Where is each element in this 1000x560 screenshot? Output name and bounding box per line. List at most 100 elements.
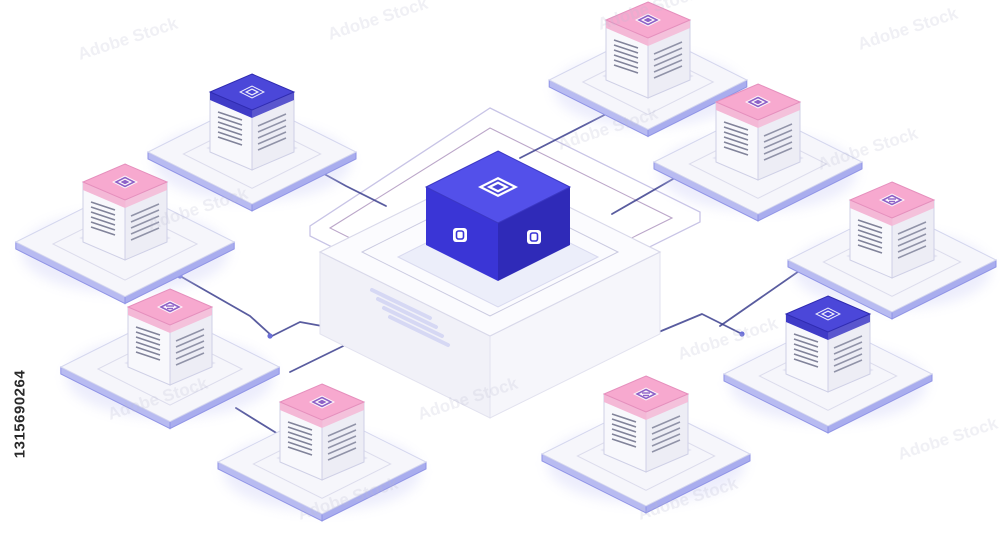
server-text-line (763, 147, 793, 161)
processor-chip-icon (478, 177, 518, 197)
server-grill-line (793, 358, 819, 368)
server-grill-line (287, 426, 313, 436)
server-grill-line (793, 343, 819, 353)
hub-platform-inset (360, 187, 620, 317)
server-text-line (130, 209, 160, 223)
server-text-line (257, 119, 287, 133)
server-text-line (897, 227, 927, 241)
platform-inset (758, 341, 898, 411)
server-grill-line (217, 111, 243, 121)
server-text-line (651, 439, 681, 453)
icon-badge (157, 300, 183, 314)
hub-platform-text-line (370, 288, 432, 320)
server-grill-line (217, 121, 243, 131)
server-text-line (763, 135, 793, 149)
server-grill-line (723, 121, 749, 131)
server-grill-line (217, 136, 243, 146)
server-grill-line (857, 229, 883, 239)
hub-icon-outline (482, 179, 514, 195)
server-grill-line (857, 234, 883, 244)
server-node-right (786, 181, 998, 320)
server-text-line (897, 233, 927, 247)
server-text-line (833, 353, 863, 367)
server-grill-line (287, 431, 313, 441)
server-grill-line (723, 136, 749, 146)
icon-outline (637, 14, 659, 26)
server-band-right (648, 20, 690, 46)
server-grill-line (613, 49, 639, 59)
server-grill-line (135, 351, 161, 361)
server-grill-line (611, 423, 637, 433)
server-grill-line (723, 126, 749, 136)
server-node-bottom-center (540, 375, 752, 514)
server-grill-line (135, 341, 161, 351)
server-node-mid-left (59, 288, 281, 430)
icon-core (753, 99, 763, 105)
server-text-line (257, 125, 287, 139)
hub-platform-text-line (376, 297, 438, 329)
platform-inset (688, 129, 828, 199)
server-text-line (257, 137, 287, 151)
server-grill-line (90, 216, 116, 226)
icon-outline (241, 86, 263, 98)
server-nodes (14, 1, 998, 522)
server-grill-line (90, 206, 116, 216)
server-text-line (653, 41, 683, 55)
connector-line (235, 407, 279, 435)
server-grill-line (287, 436, 313, 446)
server-band-left (606, 20, 648, 46)
icon-core (247, 89, 257, 95)
server-grill-line (793, 338, 819, 348)
server-text-line (175, 352, 205, 366)
server-text-line (327, 435, 357, 449)
platform-inset (581, 48, 715, 116)
server-text-line (257, 131, 287, 145)
server-text-line (833, 341, 863, 355)
server-band-left (280, 402, 322, 428)
server-grill-line (723, 146, 749, 156)
chip-icon (745, 95, 771, 109)
server-band-left (850, 200, 892, 226)
icon-core (823, 311, 833, 317)
icon-outline (114, 176, 136, 188)
server-band-right (758, 102, 800, 128)
server-grill-line (90, 226, 116, 236)
server-grill-line (613, 39, 639, 49)
platform-inset (96, 332, 244, 406)
server-band-left (786, 314, 828, 340)
server-text-line (175, 334, 205, 348)
document-icon (157, 300, 183, 314)
icon-badge (879, 193, 905, 207)
server-grill-line (857, 219, 883, 229)
icon-badge (633, 387, 659, 401)
connector-dot (267, 333, 273, 339)
icon-outline (881, 194, 903, 206)
platform-inset (576, 421, 716, 491)
server-text-line (130, 203, 160, 217)
server-band-left (83, 182, 125, 208)
server-text-line (257, 113, 287, 127)
server-grill-line (90, 201, 116, 211)
icon-core (120, 179, 130, 185)
hub-side-icon-glyph (529, 232, 539, 242)
server-band-right (252, 92, 294, 118)
server-text-line (897, 221, 927, 235)
server-grill-line (793, 353, 819, 363)
server-grill-line (613, 59, 639, 69)
server-grill-line (287, 441, 313, 451)
server-band-left (716, 102, 758, 128)
server-text-line (651, 433, 681, 447)
server-grill-line (613, 44, 639, 54)
chip-icon (309, 395, 335, 409)
hub-platform-text-line (388, 315, 450, 347)
server-text-line (833, 359, 863, 373)
server-band-left (128, 307, 170, 333)
icon-core (643, 17, 653, 23)
server-band-right (646, 394, 688, 420)
icon-outline (817, 308, 839, 320)
server-text-line (327, 429, 357, 443)
server-grill-line (793, 348, 819, 358)
stock-id-text: 1315690264 (11, 369, 29, 459)
server-grill-line (611, 433, 637, 443)
